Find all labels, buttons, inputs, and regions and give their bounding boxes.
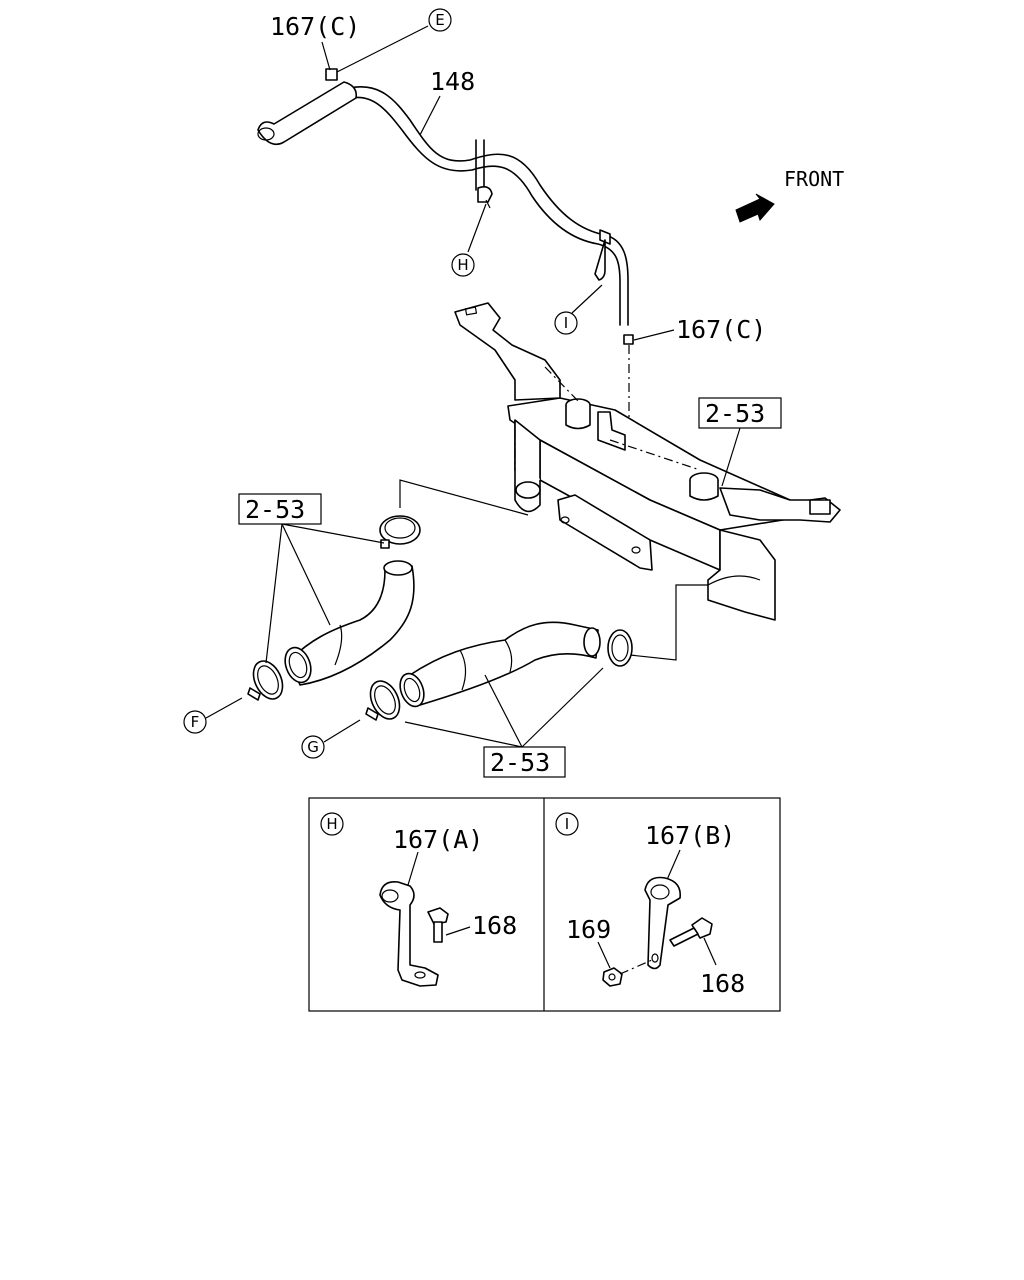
label-2-53-upper-hose: 2-53	[245, 495, 305, 524]
pipe-148	[257, 81, 629, 326]
marker-e: E	[428, 8, 452, 32]
marker-e-letter: E	[435, 11, 444, 29]
label-148: 148	[430, 67, 475, 96]
label-167a: 167(A)	[393, 825, 483, 854]
upper-hose	[247, 515, 421, 701]
marker-f-letter: F	[191, 713, 200, 731]
label-2-53-radiator: 2-53	[705, 399, 765, 428]
marker-i-letter: I	[564, 314, 568, 332]
leader-lower-hose	[629, 584, 708, 661]
label-167b: 167(B)	[645, 821, 735, 850]
front-label: FRONT	[784, 167, 844, 191]
marker-h: H	[451, 253, 475, 277]
pipe-bracket-h	[467, 186, 493, 253]
detail-i: I 167(B) 169 168	[555, 812, 745, 998]
nut-169	[597, 941, 653, 987]
marker-i: I	[554, 284, 603, 335]
label-169: 169	[566, 915, 611, 944]
marker-g: G	[301, 719, 361, 759]
ref-2-53-upper-hose: 2-53	[238, 493, 385, 664]
radiator-assembly	[454, 302, 841, 621]
marker-f: F	[183, 697, 243, 734]
detail-i-marker: I	[565, 815, 569, 833]
front-arrow: FRONT	[735, 167, 844, 223]
label-167c-top: 167(C)	[270, 12, 360, 41]
label-168-i: 168	[700, 969, 745, 998]
bolt-168-i	[669, 917, 717, 966]
marker-g-letter: G	[307, 738, 319, 756]
detail-h: H 167(A) 168	[320, 812, 517, 987]
clip-167b	[644, 876, 682, 970]
leader-upper-hose	[399, 479, 529, 516]
label-168-h: 168	[472, 911, 517, 940]
clip-167c-right: 167(C)	[623, 315, 766, 450]
lower-hose	[365, 621, 633, 721]
bolt-168-h	[427, 907, 471, 943]
clip-167c-top: 167(C)	[270, 12, 429, 81]
detail-box	[308, 797, 781, 1012]
ref-2-53-lower-hose: 2-53	[404, 667, 604, 778]
label-167c-right: 167(C)	[676, 315, 766, 344]
front-arrow-icon	[735, 193, 775, 223]
label-2-53-lower-hose: 2-53	[490, 748, 550, 777]
clip-167a	[379, 880, 439, 987]
ref-2-53-radiator: 2-53	[698, 397, 782, 487]
marker-h-letter: H	[457, 256, 468, 274]
detail-h-marker: H	[326, 815, 337, 833]
